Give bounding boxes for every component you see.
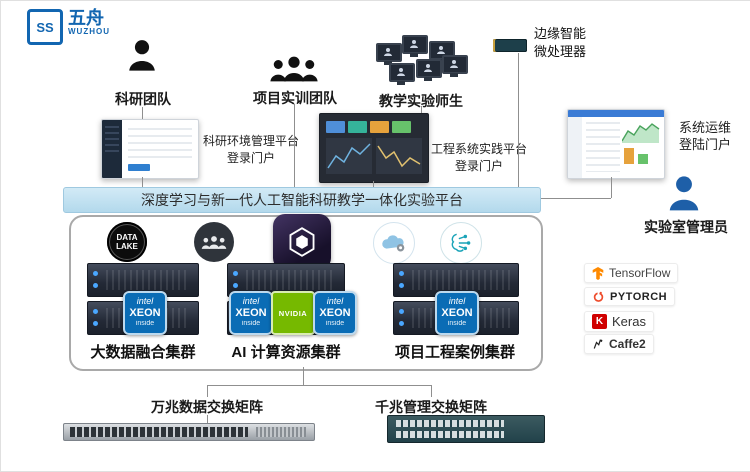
teaching-label: 教学实验师生 bbox=[379, 93, 463, 109]
connector-line bbox=[207, 385, 432, 386]
monitor-icon bbox=[376, 43, 402, 65]
pytorch-icon bbox=[592, 290, 605, 303]
portal-engineering-label: 工程系统实践平台 登录门户 bbox=[430, 142, 527, 173]
framework-tensorflow: TensorFlow bbox=[584, 263, 679, 283]
keras-icon: K bbox=[592, 314, 607, 329]
connector-line bbox=[431, 385, 432, 397]
portal-engineering-thumb bbox=[319, 113, 429, 183]
monitor-icon bbox=[442, 55, 468, 77]
cluster-label-bigdata: 大数据融合集群 bbox=[90, 344, 196, 361]
training-team-icon bbox=[270, 56, 318, 82]
ai-brain-icon bbox=[440, 222, 482, 264]
connector-line bbox=[421, 106, 422, 113]
research-team-icon bbox=[129, 40, 155, 71]
center-logo-icon bbox=[273, 214, 331, 270]
wuzhou-logo: SS 五舟 WUZHOU bbox=[27, 9, 110, 45]
admin-icon bbox=[669, 176, 699, 211]
users-icon bbox=[194, 222, 234, 262]
connector-line bbox=[373, 181, 374, 187]
training-team-label: 项目实训团队 bbox=[253, 90, 337, 106]
nvidia-badge: NVIDIA bbox=[271, 291, 315, 335]
portal-research-thumb bbox=[101, 119, 199, 179]
switch-label-data: 万兆数据交换矩阵 bbox=[151, 399, 263, 415]
portal-ops-thumb bbox=[567, 109, 665, 179]
edge-label: 边缘智能 微处理器 bbox=[534, 26, 587, 59]
connector-line bbox=[294, 104, 295, 187]
admin-label: 实验室管理员 bbox=[644, 219, 728, 235]
mgmt-switch-image bbox=[387, 415, 545, 443]
cloud-icon bbox=[373, 222, 415, 264]
connector-line bbox=[611, 177, 612, 198]
wuzhou-logo-en: WUZHOU bbox=[68, 27, 110, 36]
monitor-icon bbox=[389, 63, 415, 85]
wuzhou-logo-mark: SS bbox=[27, 9, 63, 45]
connector-line bbox=[207, 385, 208, 397]
cluster-label-project: 项目工程案例集群 bbox=[394, 344, 515, 361]
connector-line bbox=[539, 198, 611, 199]
caffe2-icon bbox=[593, 339, 603, 349]
portal-ops-label: 系统运维 登陆门户 bbox=[678, 120, 731, 152]
research-team-label: 科研团队 bbox=[115, 91, 171, 107]
connector-line bbox=[207, 415, 208, 423]
connector-line bbox=[142, 107, 143, 119]
framework-keras: K Keras bbox=[584, 311, 654, 332]
tensorflow-icon bbox=[592, 266, 604, 280]
framework-pytorch: PYTORCH bbox=[584, 287, 676, 306]
switch-label-mgmt: 千兆管理交换矩阵 bbox=[375, 399, 487, 415]
framework-caffe2: Caffe2 bbox=[584, 334, 654, 354]
platform-banner: 深度学习与新一代人工智能科研教学一体化实验平台 bbox=[63, 187, 541, 213]
edge-chip-icon bbox=[493, 39, 527, 52]
portal-research-label: 科研环境管理平台 登录门户 bbox=[202, 134, 299, 165]
monitor-icon bbox=[402, 35, 428, 57]
connector-line bbox=[518, 53, 519, 187]
server-unit bbox=[87, 263, 199, 297]
connector-line bbox=[303, 367, 304, 385]
monitor-icon bbox=[416, 59, 442, 81]
cluster-label-ai: AI 计算资源集群 bbox=[231, 344, 341, 361]
data-switch-image bbox=[63, 423, 315, 441]
connector-line bbox=[142, 177, 143, 187]
wuzhou-logo-cn: 五舟 bbox=[68, 8, 104, 28]
